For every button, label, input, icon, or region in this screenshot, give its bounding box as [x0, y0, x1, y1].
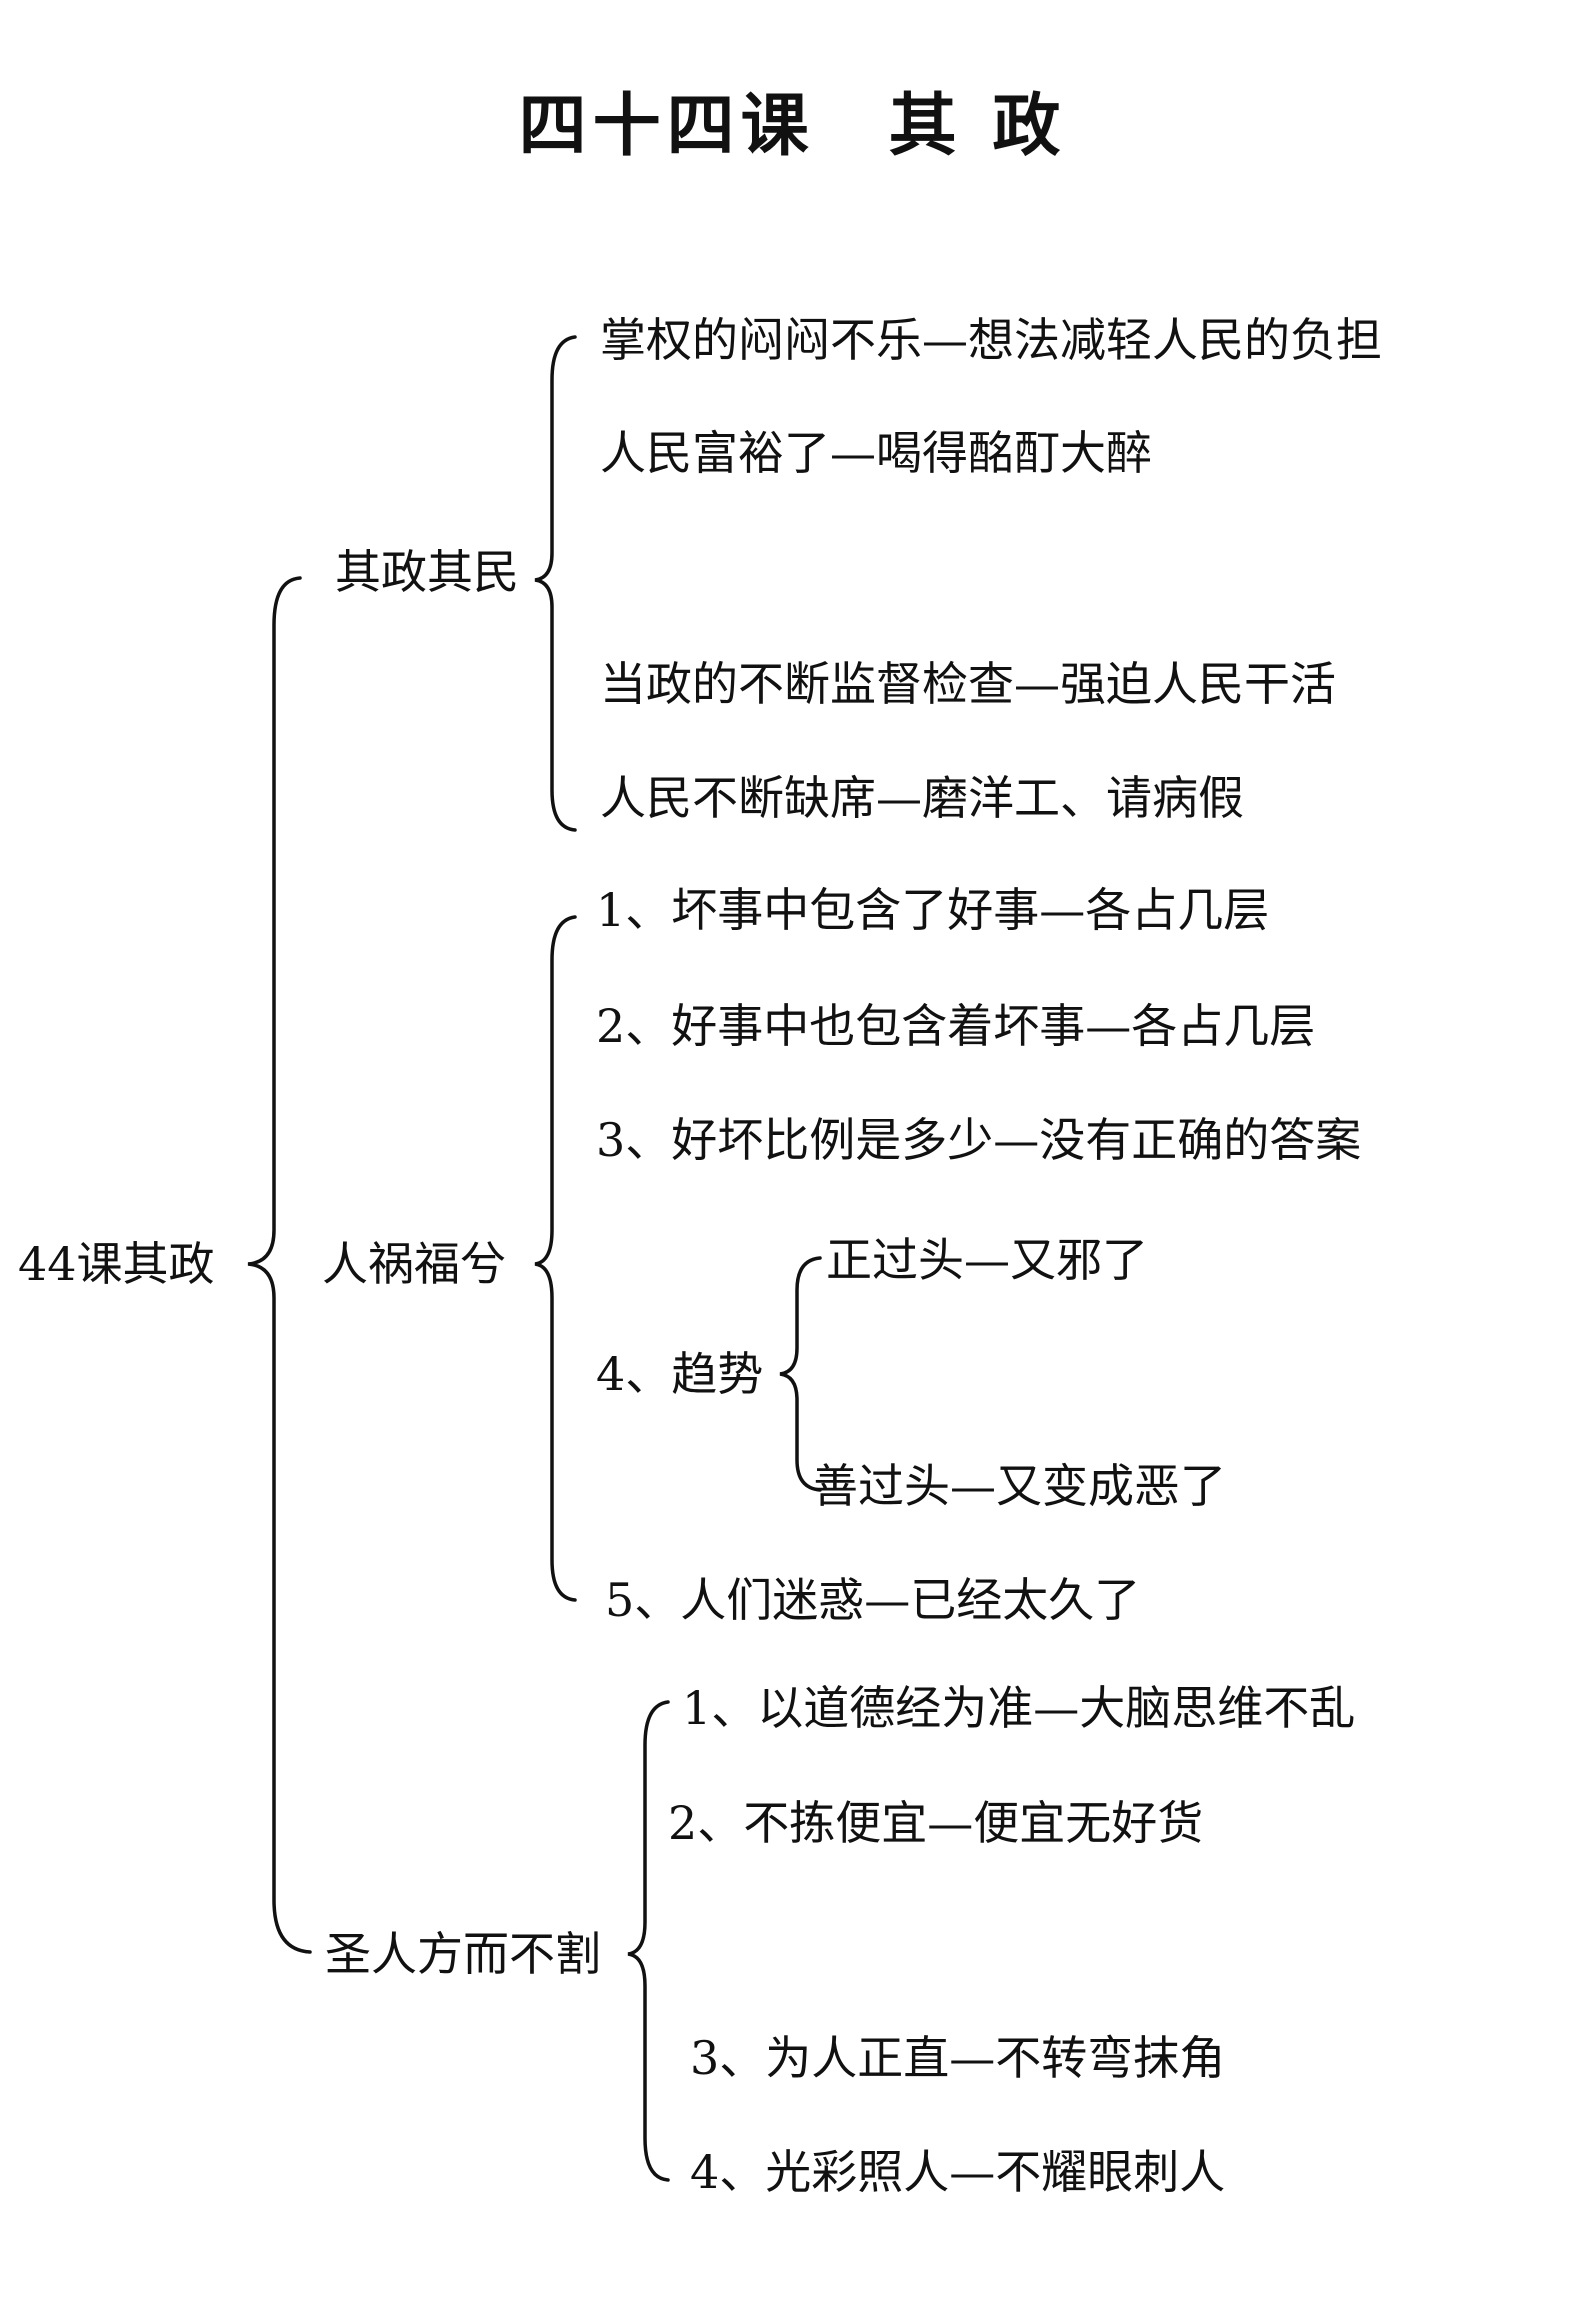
branch-item: 3、为人正直—不转弯抹角 [690, 2031, 1226, 2085]
branch-item: 当政的不断监督检查—强迫人民干活 [600, 657, 1336, 711]
branch-item: 3、好坏比例是多少—没有正确的答案 [596, 1113, 1362, 1167]
root-brace [247, 576, 312, 1954]
branch-item: 人民不断缺席—磨洋工、请病假 [600, 771, 1244, 825]
branch-item: 1、以道德经为准—大脑思维不乱 [682, 1681, 1356, 1735]
branch-label: 人祸福兮 [322, 1237, 506, 1291]
branch-item: 人民富裕了—喝得酩酊大醉 [600, 426, 1152, 480]
branch-item: 1、坏事中包含了好事—各占几层 [596, 883, 1270, 937]
branch-1-brace [534, 335, 577, 832]
branch-item: 掌权的闷闷不乐—想法减轻人民的负担 [600, 313, 1382, 367]
branch-label: 圣人方而不割 [325, 1927, 601, 1981]
sub-brace [779, 1256, 822, 1492]
root-node: 44课其政 [18, 1237, 215, 1291]
branch-item: 4、趋势 [596, 1347, 764, 1401]
branch-3-brace [627, 1700, 670, 2182]
sub-item: 正过头—又邪了 [826, 1233, 1148, 1287]
branch-2-brace [534, 915, 577, 1602]
branch-item: 2、好事中也包含着坏事—各占几层 [596, 999, 1316, 1053]
branch-label: 其政其民 [335, 545, 519, 599]
branch-item: 4、光彩照人—不耀眼刺人 [690, 2145, 1226, 2199]
page-title: 四十四课 其 政 [518, 86, 1067, 166]
branch-item: 2、不拣便宜—便宜无好货 [668, 1796, 1204, 1850]
sub-item: 善过头—又变成恶了 [812, 1459, 1226, 1513]
branch-item: 5、人们迷惑—已经太久了 [605, 1573, 1141, 1627]
